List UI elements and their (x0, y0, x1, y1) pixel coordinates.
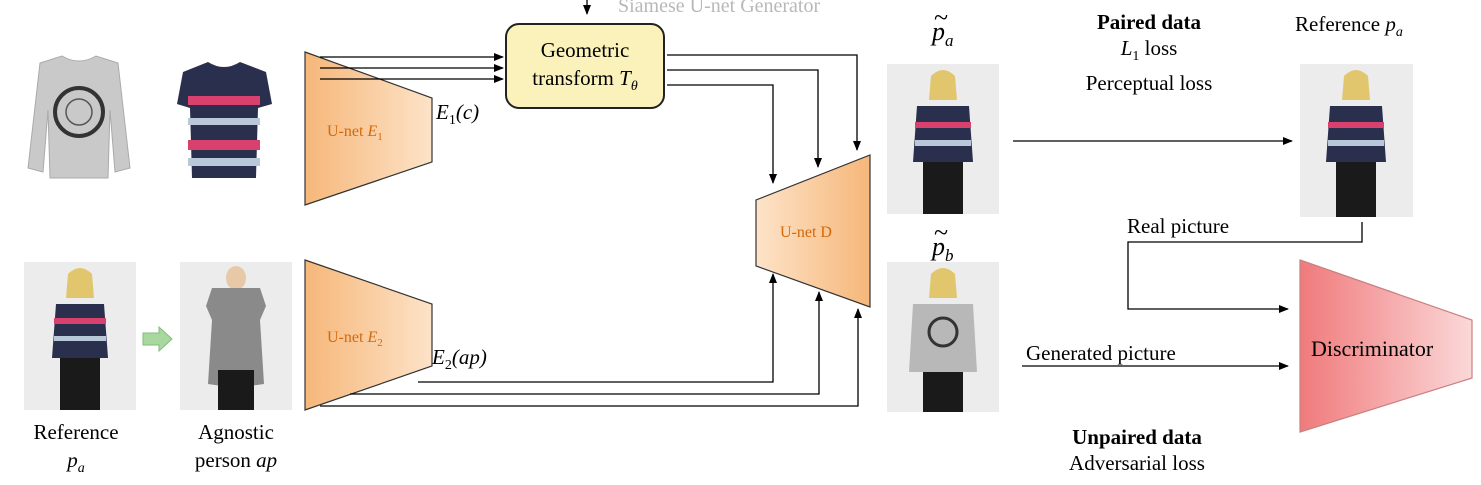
output-pb-photo (887, 262, 999, 412)
perceptual-loss: Perceptual loss (1085, 71, 1213, 96)
striped-shirt-image (177, 62, 272, 178)
e2ap-label: E2(ap) (432, 345, 487, 374)
geometric-line1: Geometric (540, 38, 630, 62)
reference-top-label: Reference pa (1295, 12, 1403, 41)
agnostic-line2: person ap (194, 448, 278, 472)
decoder-label: U-net D (780, 224, 832, 241)
geometric-line2: transform Tθ (532, 66, 638, 95)
geometric-transform-box: Geometric transform Tθ (505, 23, 665, 109)
output-pa-label: ~ pa (932, 3, 954, 51)
arrow-e2-dec-3 (320, 308, 862, 407)
grey-shirt-image (27, 55, 131, 179)
e1c-label: E1(c) (436, 100, 480, 129)
paired-data-block: Paired data L1 loss Perceptual loss (1064, 10, 1234, 95)
reference-left-label: Reference pa (14, 420, 138, 481)
paired-data-title: Paired data (1096, 10, 1202, 34)
unpaired-data-block: Unpaired data Adversarial loss (1052, 425, 1222, 475)
arrow-e2-dec-2 (350, 291, 823, 395)
encoder-e1-label: U-net E1 (327, 123, 383, 144)
discriminator-label: Discriminator (1311, 336, 1434, 361)
output-pa-photo (887, 64, 999, 214)
adversarial-loss: Adversarial loss (1069, 451, 1205, 475)
reference-left-photo (24, 262, 136, 410)
generated-picture-label: Generated picture (1026, 341, 1176, 365)
arrow-real-picture (1127, 222, 1363, 313)
discriminator-shape (1299, 259, 1473, 433)
arrow-e2-dec-1 (418, 273, 777, 383)
encoder-e2-shape (304, 259, 433, 411)
agnostic-label: Agnostic person ap (172, 420, 300, 472)
arrow-geo-dec-1 (667, 54, 861, 151)
decoder-shape (755, 154, 871, 308)
green-arrow-icon (142, 325, 173, 353)
agnostic-person-photo (180, 262, 292, 410)
encoder-e1-shape (304, 51, 433, 206)
reference-left-symbol: pa (67, 448, 85, 477)
encoder-e2-label: U-net E2 (327, 329, 383, 350)
reference-left-title: Reference (33, 420, 119, 444)
real-picture-label: Real picture (1127, 214, 1230, 238)
arrow-geo-dec-3 (667, 84, 777, 184)
unpaired-data-title: Unpaired data (1072, 425, 1202, 449)
agnostic-line1: Agnostic (198, 420, 274, 444)
siamese-header: Siamese U-net Generator (618, 0, 821, 17)
output-pb-label: ~ pb (932, 218, 954, 266)
l1-loss: L1 loss (1120, 36, 1178, 65)
arrow-geo-dec-2 (667, 69, 822, 168)
reference-top-photo (1300, 64, 1413, 217)
